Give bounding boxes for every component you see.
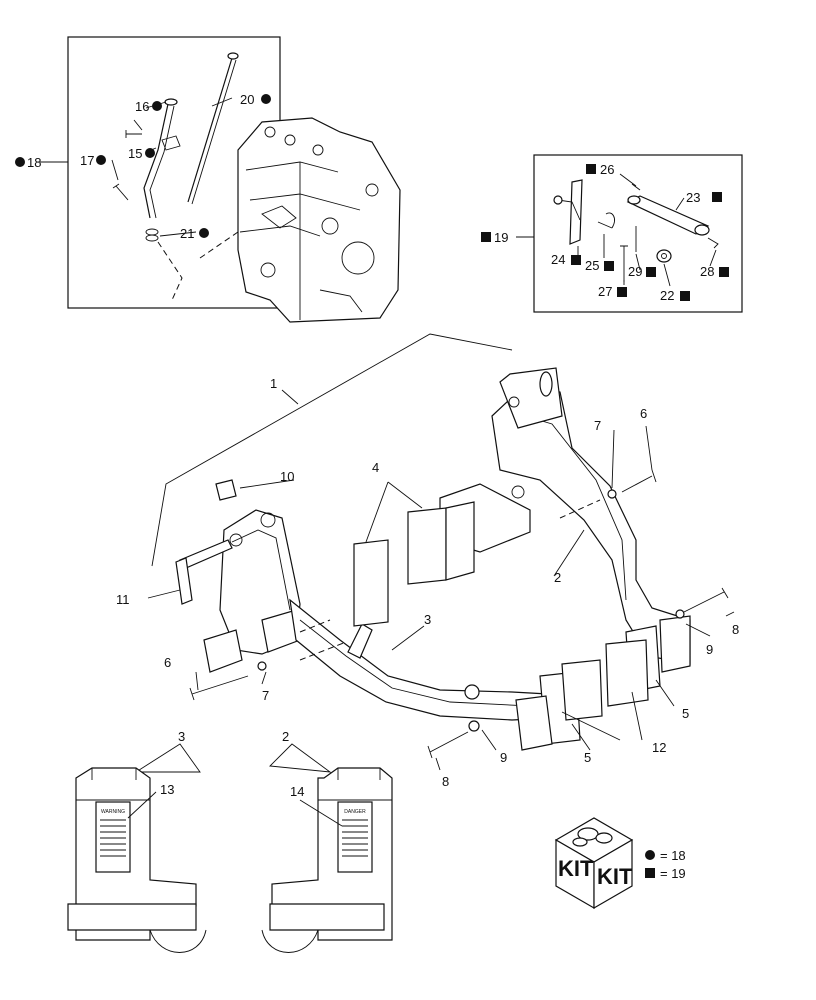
- circle-marker-16: [152, 101, 162, 111]
- callout-12: 12: [652, 740, 666, 755]
- dipstick-20: [187, 57, 233, 203]
- detail-view-right: DANGER: [261, 743, 393, 953]
- callout-17: 17: [80, 153, 94, 168]
- clip-28: [707, 237, 719, 249]
- wear-plate-12a: [605, 639, 649, 707]
- washer-22: [656, 249, 672, 263]
- detail-view-left: WARNING: [67, 743, 207, 953]
- circle-marker-18: [15, 157, 25, 167]
- bolt-6-left: [189, 675, 249, 701]
- callout-6-left: 6: [164, 655, 171, 670]
- wear-plate-12b: [561, 659, 603, 721]
- side-rail-3: [289, 598, 553, 721]
- kit-label-left: KIT: [558, 856, 594, 881]
- callout-7-top: 7: [594, 418, 601, 433]
- callout-23: 23: [686, 190, 700, 205]
- square-marker-22: [680, 291, 690, 301]
- callout-2-detail: 2: [282, 729, 289, 744]
- callout-24: 24: [551, 252, 565, 267]
- callout-27: 27: [598, 284, 612, 299]
- callout-5-right: 5: [682, 706, 689, 721]
- wear-plate-4a: [353, 539, 389, 627]
- square-marker-19: [481, 232, 491, 242]
- circle-marker-21: [199, 228, 209, 238]
- callout-19: 19: [494, 230, 508, 245]
- wear-plate-4b: [407, 507, 447, 585]
- circle-marker-17: [96, 155, 106, 165]
- callout-22: 22: [660, 288, 674, 303]
- circle-marker-20: [261, 94, 271, 104]
- callout-18: 18: [27, 155, 41, 170]
- callout-1: 1: [270, 376, 277, 391]
- callout-14: 14: [290, 784, 304, 799]
- callout-15: 15: [128, 146, 142, 161]
- washer-7-left: [257, 661, 267, 671]
- callout-25: 25: [585, 258, 599, 273]
- callout-20: 20: [240, 92, 254, 107]
- callout-21: 21: [180, 226, 194, 241]
- main-assembly: [147, 333, 735, 771]
- callout-9-left: 9: [500, 750, 507, 765]
- dipstick-tube-15: [143, 103, 169, 219]
- washer-9-right: [675, 609, 685, 619]
- square-marker-25: [604, 261, 614, 271]
- callout-8-left: 8: [442, 774, 449, 789]
- square-marker-27: [617, 287, 627, 297]
- danger-decal-title: DANGER: [344, 809, 366, 815]
- callout-5-left: 5: [584, 750, 591, 765]
- o-ring-21: [145, 228, 159, 236]
- bumper: [347, 623, 373, 659]
- inset-kit-19: [516, 154, 743, 313]
- danger-decal: [337, 801, 373, 873]
- callout-3-detail: 3: [178, 729, 185, 744]
- callout-11: 11: [116, 592, 130, 607]
- legend-square-icon: [645, 868, 655, 878]
- square-marker-26: [586, 164, 596, 174]
- square-marker-24: [571, 255, 581, 265]
- foot-pad: [203, 629, 243, 673]
- callout-6-top: 6: [640, 406, 647, 421]
- square-marker-28: [719, 267, 729, 277]
- bolt-26: [631, 183, 641, 191]
- warning-decal: [95, 801, 131, 873]
- circle-marker-15: [145, 148, 155, 158]
- square-marker-29: [646, 267, 656, 277]
- callout-3: 3: [424, 612, 431, 627]
- washer-9-left: [468, 720, 480, 732]
- legend-circle-icon: [645, 850, 655, 860]
- callout-13: 13: [160, 782, 174, 797]
- callout-2: 2: [554, 570, 561, 585]
- warning-decal-title: WARNING: [101, 809, 125, 815]
- callout-10: 10: [280, 469, 294, 484]
- callout-26: 26: [600, 162, 614, 177]
- bolt-17: [112, 183, 129, 201]
- bolt-16: [125, 130, 142, 138]
- inset-frame-19: [533, 154, 743, 313]
- callout-4: 4: [372, 460, 379, 475]
- washer-7-right: [607, 489, 617, 499]
- kit-box-icon: KIT KIT: [554, 817, 634, 910]
- bolt-8-right: [683, 587, 729, 613]
- legend-circle-text: = 18: [660, 848, 686, 863]
- callout-7-left: 7: [262, 688, 269, 703]
- callout-16: 16: [135, 99, 149, 114]
- spring-pin-25: [597, 212, 615, 229]
- bolt-8-left: [427, 731, 469, 759]
- callout-8-right: 8: [732, 622, 739, 637]
- bolt-6-right: [621, 469, 657, 493]
- legend-square-text: = 19: [660, 866, 686, 881]
- engine-block-drawing: [237, 117, 401, 323]
- square-marker-23: [712, 192, 722, 202]
- callout-28: 28: [700, 264, 714, 279]
- inset-kit-18: [40, 36, 401, 323]
- bolt-27: [620, 245, 628, 282]
- callout-29: 29: [628, 264, 642, 279]
- kit-label-right: KIT: [597, 864, 633, 889]
- clip-10: [215, 479, 237, 501]
- callout-9-right: 9: [706, 642, 713, 657]
